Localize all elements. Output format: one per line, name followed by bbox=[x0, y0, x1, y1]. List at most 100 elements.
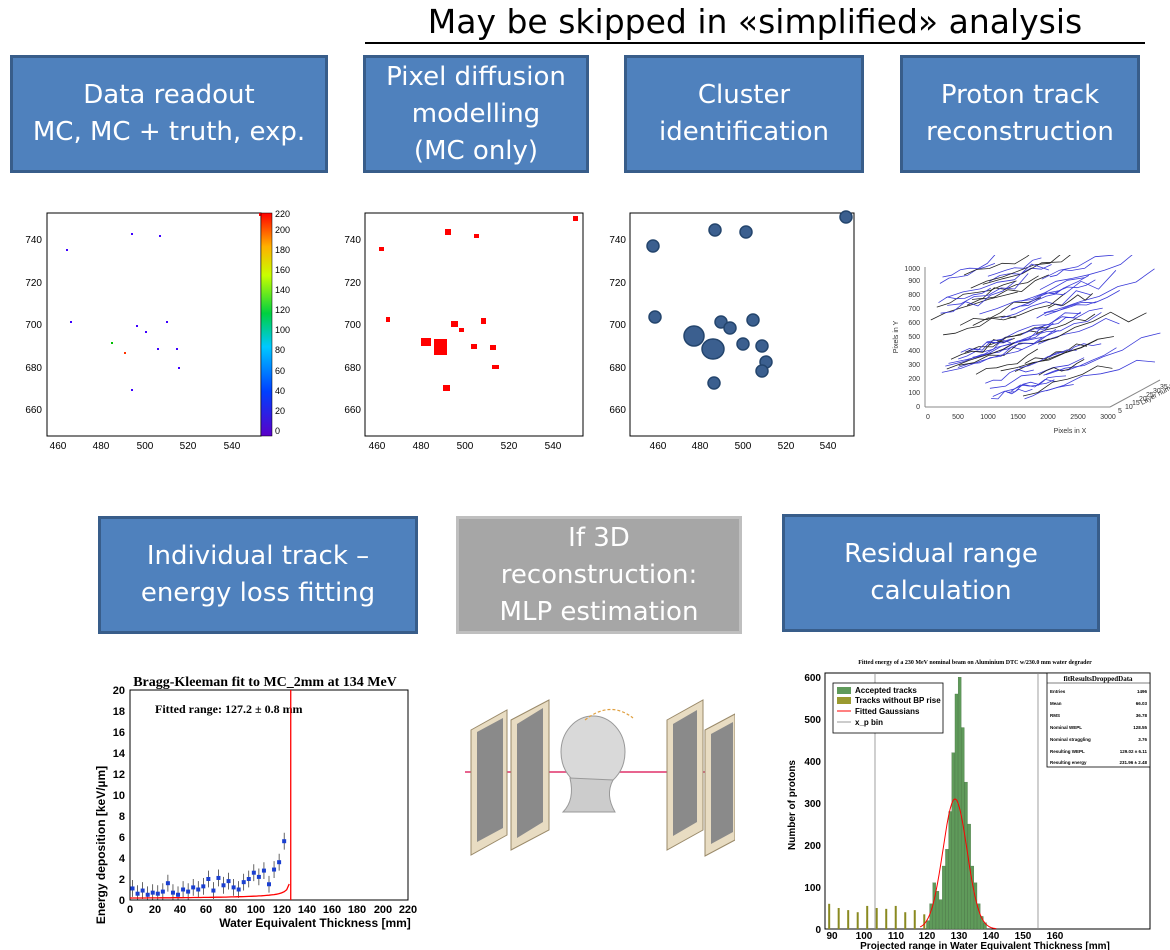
tick-x: 0 bbox=[127, 904, 133, 916]
tick-x: 480 bbox=[93, 441, 110, 452]
proton-track bbox=[1038, 359, 1085, 376]
tick-x: 200 bbox=[374, 904, 392, 916]
colorbar-tick: 0 bbox=[275, 426, 280, 436]
data-point bbox=[221, 883, 226, 888]
tick-x: 140 bbox=[298, 904, 316, 916]
hit-pixel bbox=[131, 233, 133, 235]
cluster-frame bbox=[629, 212, 855, 437]
proton-track bbox=[938, 287, 992, 304]
histogram-bar bbox=[894, 905, 897, 929]
data-point bbox=[191, 885, 196, 890]
proton-track bbox=[1049, 262, 1092, 278]
proton-track bbox=[975, 348, 1039, 375]
tick-y: 200 bbox=[804, 841, 821, 852]
data-point bbox=[165, 881, 170, 886]
tick-y: 18 bbox=[113, 706, 125, 718]
data-point bbox=[231, 885, 236, 890]
tick-y: 700 bbox=[908, 306, 920, 313]
tick-y: 720 bbox=[609, 278, 626, 289]
tick-z: 30 bbox=[1153, 388, 1161, 395]
colorbar-tick: 100 bbox=[275, 325, 290, 335]
proton-track bbox=[943, 315, 1017, 336]
proton-track bbox=[959, 297, 1042, 326]
histogram-bar bbox=[926, 920, 930, 930]
tick-y: 680 bbox=[344, 363, 361, 374]
cluster-blob bbox=[646, 239, 660, 253]
proton-track bbox=[1037, 317, 1120, 345]
tick-y: 660 bbox=[609, 405, 626, 416]
detector-plane-front-2 bbox=[510, 699, 550, 851]
step-pixel-diffusion: Pixel diffusion modelling (MC only) bbox=[363, 55, 589, 173]
diffused-cluster bbox=[471, 344, 477, 349]
proton-track bbox=[1048, 343, 1102, 358]
bragg-frame bbox=[129, 689, 409, 901]
proton-track bbox=[1021, 307, 1103, 335]
hitmap-frame bbox=[46, 212, 262, 437]
tick-x: 220 bbox=[399, 904, 417, 916]
step-data-readout: Data readout MC, MC + truth, exp. bbox=[10, 55, 328, 173]
tick-y: 1000 bbox=[904, 266, 920, 273]
tick-y: 500 bbox=[804, 715, 821, 726]
cluster-blob bbox=[746, 313, 760, 327]
diffused-cluster bbox=[421, 338, 431, 346]
tick-y: 400 bbox=[908, 348, 920, 355]
cluster-blob bbox=[707, 376, 721, 390]
data-point bbox=[256, 874, 261, 879]
proton-track bbox=[942, 255, 996, 278]
stats-value: 3.76 bbox=[1138, 737, 1147, 742]
proton-track bbox=[964, 327, 1049, 353]
colorbar-tick: 60 bbox=[275, 366, 285, 376]
tick-y: 680 bbox=[609, 363, 626, 374]
data-point bbox=[150, 890, 155, 895]
cluster-blob bbox=[723, 321, 737, 335]
detector-plane-back-1 bbox=[666, 699, 704, 851]
histogram-bar bbox=[948, 811, 952, 930]
tick-y: 680 bbox=[25, 363, 42, 374]
tick-y: 660 bbox=[344, 405, 361, 416]
tick-z: 5 bbox=[1118, 408, 1122, 415]
tick-x: 2500 bbox=[1070, 414, 1086, 421]
bragg-annotation: Fitted range: 127.2 ± 0.8 mm bbox=[155, 702, 303, 716]
proton-track bbox=[982, 255, 1071, 285]
proton-track bbox=[936, 280, 1017, 308]
proton-track bbox=[946, 342, 1015, 370]
detector-plane-back-2 bbox=[704, 713, 735, 857]
colorbar-tick: 20 bbox=[275, 406, 285, 416]
tick-z: 35 bbox=[1160, 384, 1168, 391]
data-point bbox=[140, 888, 145, 893]
proton-track bbox=[947, 273, 1029, 306]
proton-track bbox=[958, 339, 1011, 360]
tick-y: 100 bbox=[908, 390, 920, 397]
proton-track bbox=[945, 322, 1054, 367]
proton-track bbox=[1035, 313, 1096, 335]
cluster-plot: 460 480 500 520 540 660 680 700 720 740 bbox=[609, 210, 855, 452]
histogram-bar bbox=[964, 781, 968, 930]
diffusion-frame bbox=[364, 212, 584, 437]
data-point bbox=[186, 889, 191, 894]
proton-track bbox=[970, 255, 1061, 289]
hit-pixel bbox=[66, 249, 68, 251]
axis-x-label: Pixels in X bbox=[1054, 428, 1087, 435]
data-point bbox=[155, 891, 160, 896]
histogram-bar bbox=[828, 903, 831, 929]
range-legend: Accepted tracks Tracks without BP rise F… bbox=[832, 682, 944, 734]
tick-x: 460 bbox=[369, 441, 386, 452]
histogram-bar bbox=[923, 914, 926, 929]
hit-pixel bbox=[111, 342, 113, 344]
tick-y: 400 bbox=[804, 757, 821, 768]
proton-track bbox=[1019, 312, 1102, 342]
histogram-bar bbox=[837, 908, 840, 929]
bragg-title: Bragg-Kleeman fit to MC_2mm at 134 MeV bbox=[133, 675, 397, 690]
proton-track bbox=[987, 257, 1042, 277]
tick-x: 120 bbox=[273, 904, 291, 916]
proton-track bbox=[986, 312, 1081, 343]
data-point bbox=[282, 839, 287, 844]
tick-x: 180 bbox=[348, 904, 366, 916]
tick-y: 900 bbox=[908, 278, 920, 285]
tick-x: 460 bbox=[50, 441, 67, 452]
track-reconstruction-plot: 0 100 200 300 400 500 600 700 800 900 10… bbox=[893, 255, 1170, 435]
diffused-cluster bbox=[573, 216, 578, 221]
tick-y: 300 bbox=[804, 799, 821, 810]
legend-label: Tracks without BP rise bbox=[855, 696, 941, 705]
detector-plane-front-1 bbox=[470, 709, 508, 856]
